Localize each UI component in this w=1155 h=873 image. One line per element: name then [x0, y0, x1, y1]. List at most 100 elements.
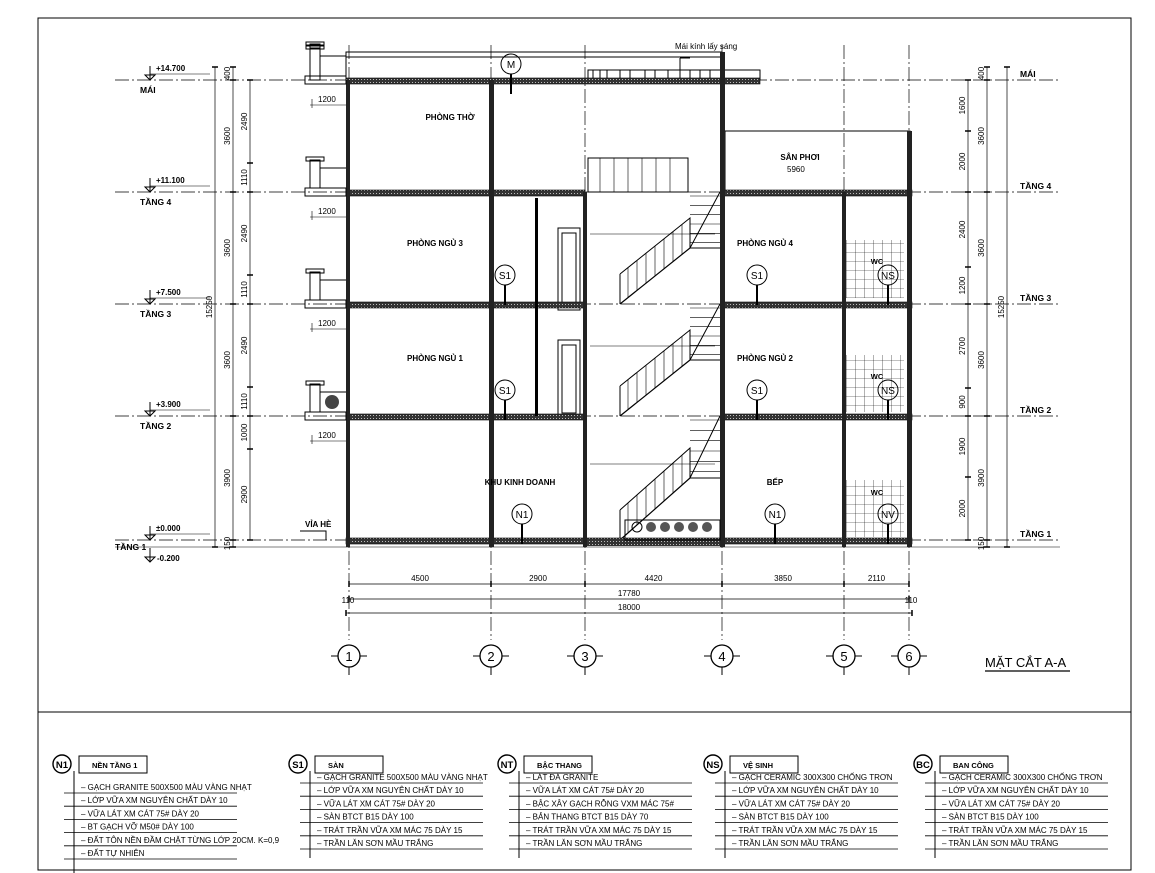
- dimension-label: 18000: [618, 603, 641, 612]
- level-arrow-icon: [143, 548, 157, 563]
- legend-title-box: [523, 755, 593, 774]
- legend-item: – VỮA LÁT XM CÁT 75# DÀY 20: [942, 799, 1061, 808]
- tag-label: NV: [881, 510, 895, 521]
- tag-label: M: [507, 60, 515, 71]
- legend-title: VỆ SINH: [743, 761, 773, 770]
- legend-tag: BC: [916, 760, 930, 771]
- dimension-label: 4420: [645, 574, 663, 583]
- level-name-right: TẦNG 1: [1020, 529, 1051, 539]
- room-label: SÂN PHƠI: [780, 153, 819, 162]
- legend-item: – TRÁT TRẦN VỮA XM MÁC 75 DÀY 15: [942, 825, 1088, 835]
- dimension-label: 3900: [223, 469, 232, 487]
- dimension-label: 3600: [977, 127, 986, 145]
- floor-slab: [345, 77, 723, 85]
- axis-label: 4: [718, 649, 725, 664]
- legend-title-box: [314, 755, 384, 774]
- legend-title-box: [78, 755, 148, 774]
- legend-item: – TRẦN LĂN SƠN MẦU TRẮNG: [732, 838, 848, 848]
- dimension-label: 2000: [958, 152, 967, 170]
- room-label: WC: [871, 257, 884, 266]
- legend-tag: NS: [706, 760, 719, 771]
- balcony: [304, 44, 347, 85]
- level-name-right: TẦNG 3: [1020, 293, 1051, 303]
- level-arrow-icon: [143, 526, 157, 541]
- dimension-label: 3600: [977, 239, 986, 257]
- legend-item: – LỚP VỮA XM NGUYÊN CHẤT DÀY 10: [942, 785, 1089, 795]
- legend-item: – LÁT ĐÁ GRANITE: [526, 773, 598, 782]
- level-name-left: TẦNG 1: [115, 542, 146, 552]
- room-label: PHÒNG NGỦ 1: [407, 354, 464, 363]
- dimension-label: 3600: [223, 239, 232, 257]
- tag-label: NS: [881, 271, 895, 282]
- legend-item: – LỚP VỮA XM NGUYÊN CHẤT DÀY 10: [317, 785, 464, 795]
- grid-lines: 1 2 3 4 5 6: [115, 45, 1060, 675]
- legend-item: – GẠCH GRANITE 500X500 MÀU VÀNG NHẠT: [317, 773, 488, 782]
- axis-marker-4: 4: [704, 644, 740, 675]
- axis-label: 1: [345, 649, 352, 664]
- floor-slab: [721, 413, 913, 421]
- dimension-label: 3600: [223, 351, 232, 369]
- tag-label: NS: [881, 386, 895, 397]
- tag-label: N1: [769, 510, 782, 521]
- axis-label: 2: [487, 649, 494, 664]
- section-tag: N1: [511, 503, 533, 544]
- section-tag: N1: [764, 503, 786, 544]
- legend-title: SÀN: [328, 761, 344, 770]
- legend-tag: NT: [501, 760, 514, 771]
- section-tag: S1: [494, 264, 516, 305]
- dimension-label: 400: [223, 66, 232, 80]
- legend-title: NỀN TẦNG 1: [92, 760, 137, 770]
- wc-tiles-3: [846, 240, 904, 298]
- legend-item: – BẢN THANG BTCT B15 DÀY 70: [526, 813, 649, 822]
- stair-handrail: [619, 328, 691, 416]
- balcony-depth: 1200: [318, 319, 336, 328]
- balcony: [304, 380, 347, 421]
- legend-tag: S1: [292, 760, 304, 771]
- drawing-title-text: MẶT CẮT A-A: [985, 655, 1066, 670]
- floor-slab: [721, 189, 913, 197]
- legend-item: – TRẦN LĂN SƠN MẦU TRẮNG: [526, 838, 642, 848]
- floor-slab: [345, 413, 586, 421]
- floor-slab: [585, 540, 722, 546]
- legend-item: – LỚP VỮA XM NGUYÊN CHẤT DÀY 10: [81, 795, 228, 805]
- dimension-label: 2900: [240, 485, 249, 503]
- room-label: BẾP: [767, 477, 784, 487]
- level-elevation: ±0.000: [156, 524, 181, 533]
- section-tag: S1: [746, 264, 768, 305]
- wc-tiles-1: [846, 480, 904, 537]
- legend-item: – SÀN BTCT B15 DÀY 100: [732, 813, 829, 822]
- dimension-label: 4500: [411, 574, 429, 583]
- legend-block-s1: S1 SÀN – GẠCH GRANITE 500X500 MÀU VÀNG NHẠ…: [288, 754, 488, 858]
- room-label: PHÒNG NGỦ 4: [737, 239, 794, 248]
- axis-marker-6: 6: [891, 644, 927, 675]
- floor-slab: [721, 301, 913, 309]
- parapet-cap: [305, 41, 325, 47]
- level-elevation: +11.100: [156, 176, 185, 185]
- legend-item: – TRẦN LĂN SƠN MẦU TRẮNG: [317, 838, 433, 848]
- legend-tag-circle: [703, 754, 723, 774]
- section-tag: S1: [746, 379, 768, 420]
- skylight: Mái kính lấy sáng: [587, 42, 761, 81]
- level-name-right: TẦNG 4: [1020, 181, 1051, 191]
- dimension-label: 110: [905, 596, 918, 605]
- legend-item: – TRÁT TRẦN VỮA XM MÁC 75 DÀY 15: [317, 825, 463, 835]
- axis-marker-3: 3: [567, 644, 603, 675]
- legend-item: – TRẦN LĂN SƠN MẦU TRẮNG: [942, 838, 1058, 848]
- doors: [557, 227, 581, 419]
- legend-title: BẬC THANG: [537, 761, 582, 770]
- stair-handrail: [619, 216, 691, 304]
- dimension-label: 1600: [958, 96, 967, 114]
- tag-label: S1: [499, 386, 512, 397]
- stair-landing: [689, 415, 721, 479]
- dimension-label: 2490: [240, 112, 249, 130]
- dimension-label: 15250: [205, 295, 214, 318]
- axis-label: 5: [840, 649, 847, 664]
- legend-tag-circle: [913, 754, 933, 774]
- dimension-label: 1900: [958, 437, 967, 455]
- ground-elevation: -0.200: [157, 554, 180, 563]
- axis-marker-2: 2: [473, 644, 509, 675]
